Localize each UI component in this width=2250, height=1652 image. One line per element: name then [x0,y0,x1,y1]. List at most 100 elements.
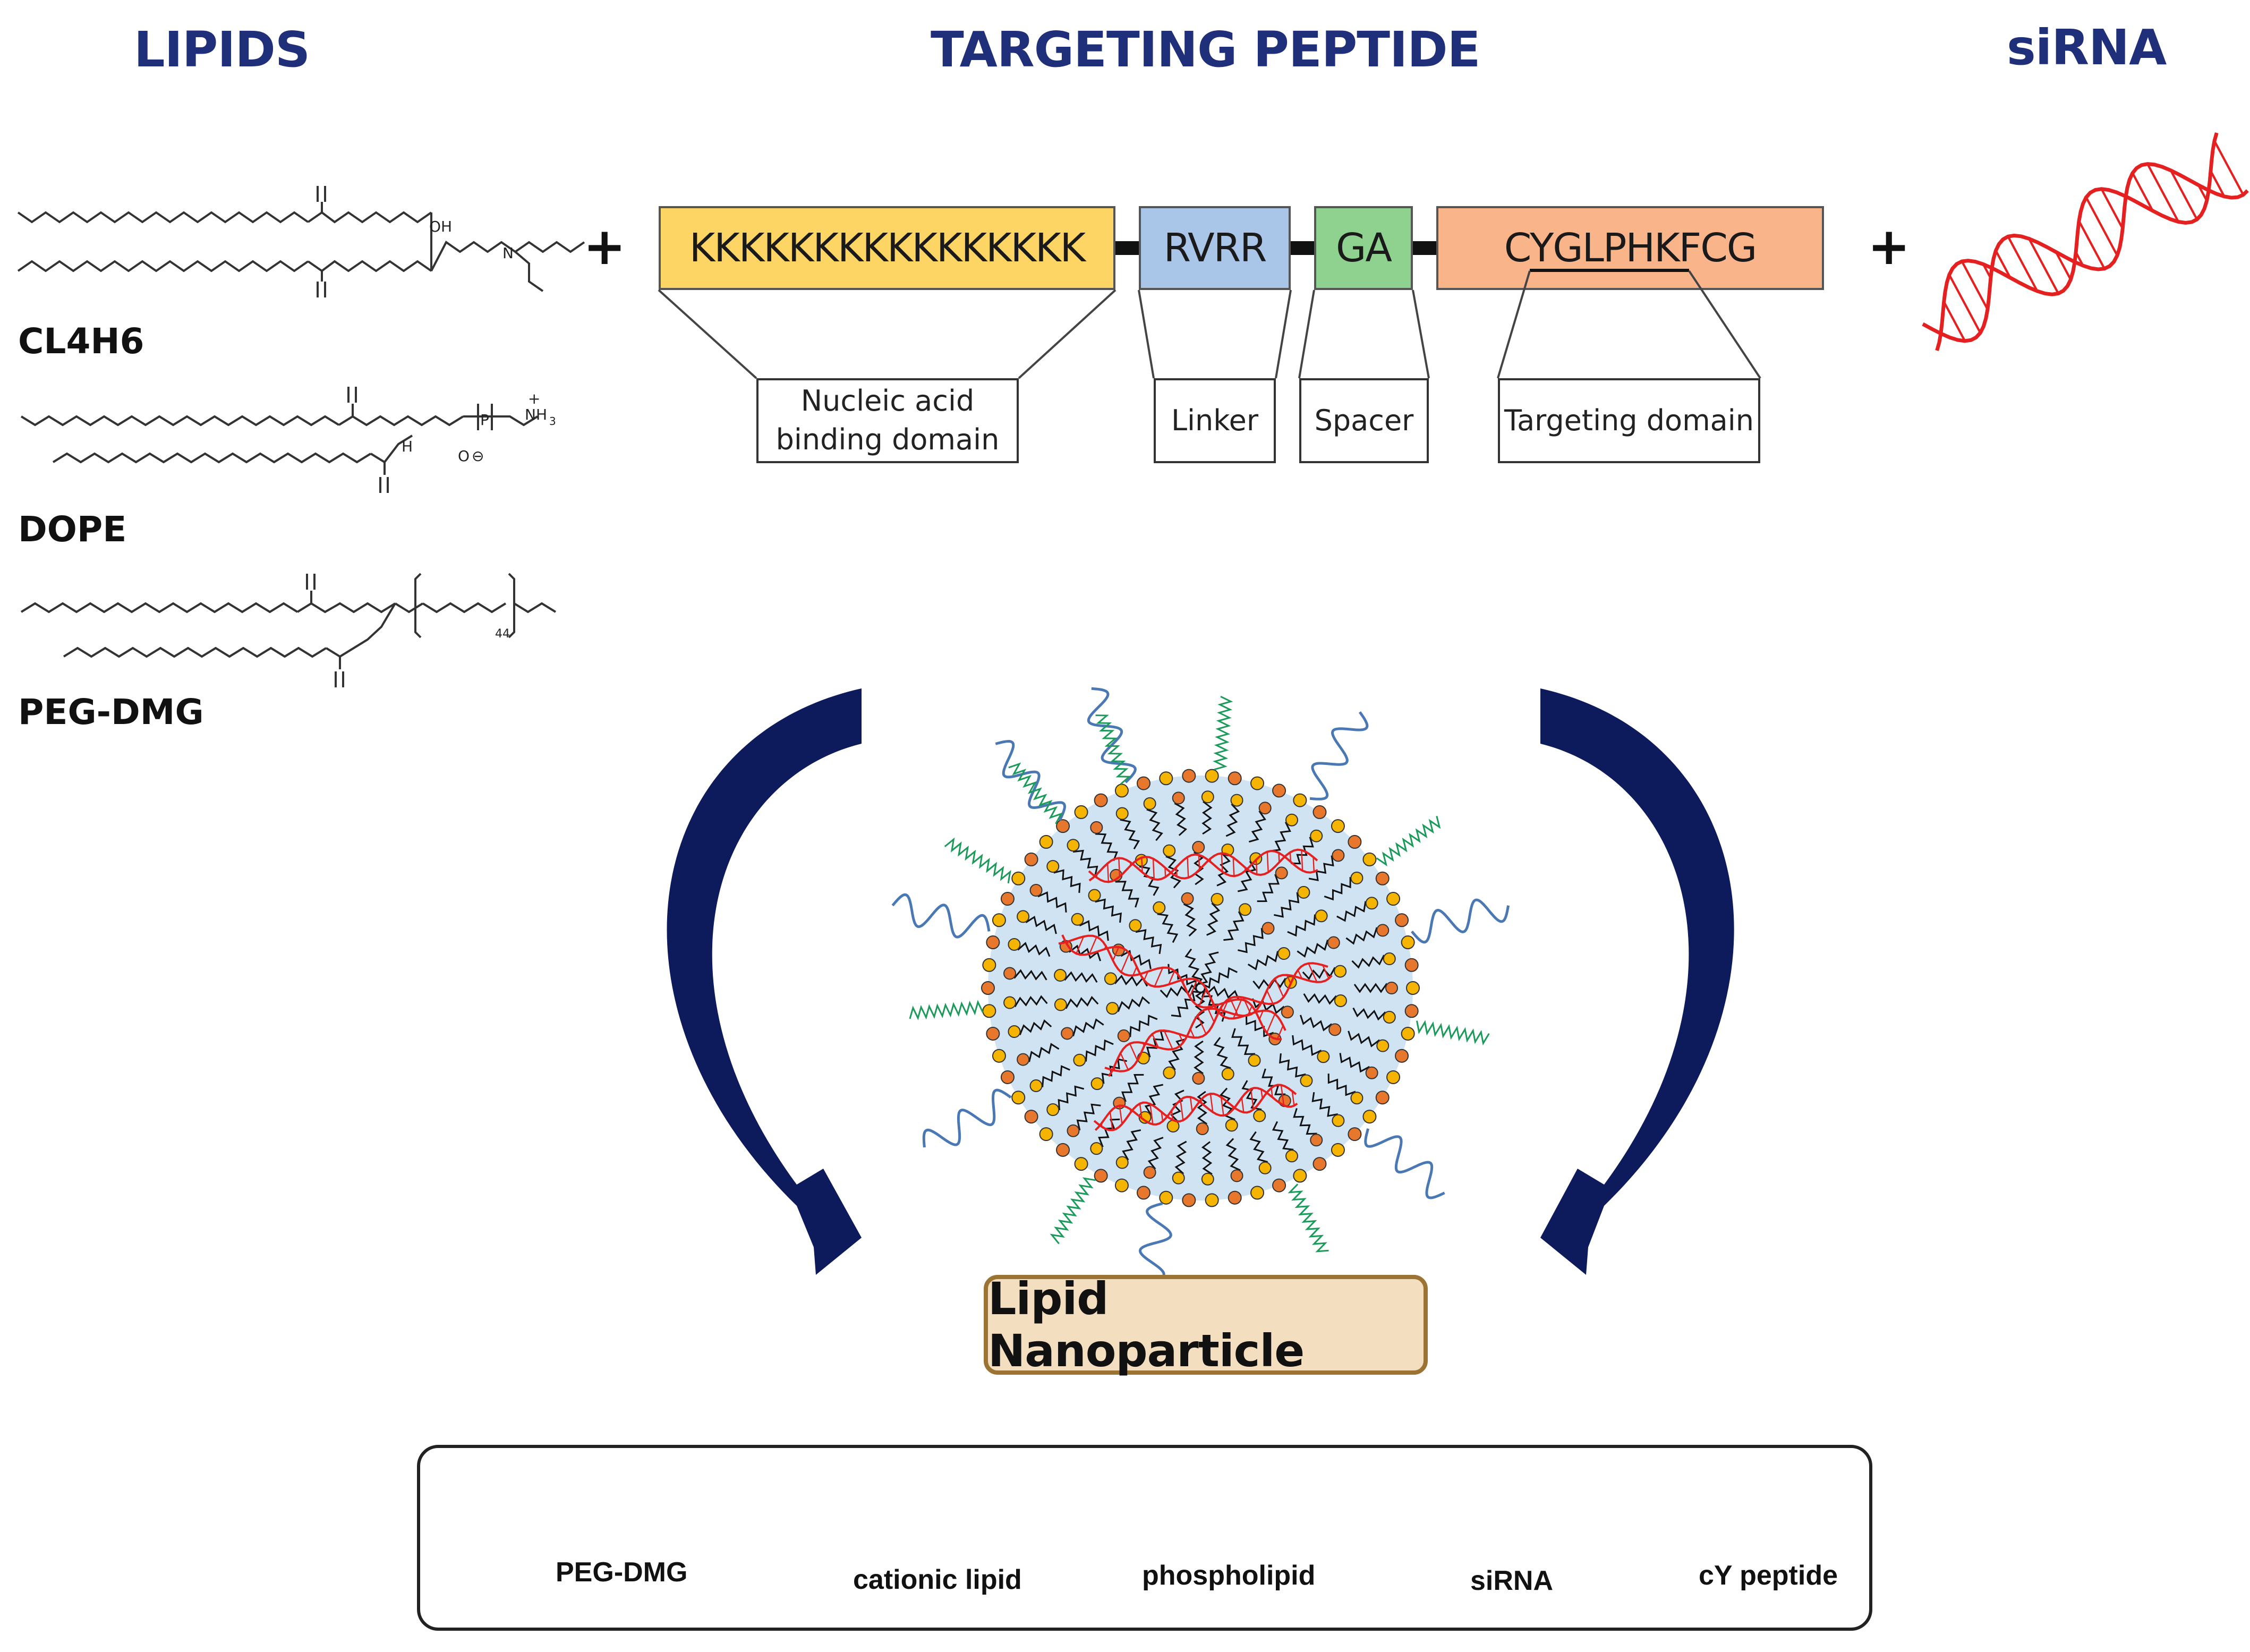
phospholipid-head [1029,1079,1043,1092]
lipid-tail [1297,939,1335,958]
phospholipid-head [1159,771,1173,786]
lipid-tail [1287,914,1324,937]
cationic-lipid-head [1375,871,1390,885]
legend-label-sirna: siRNA [1470,1565,1554,1596]
lipid-tail [1238,927,1271,953]
phospholipid-head [1008,1025,1021,1038]
cationic-lipid-head [1365,1066,1378,1079]
sirna-helix [1922,132,2249,351]
lipid-tail [1272,1121,1294,1159]
label-linker: Linker [1154,378,1276,463]
cationic-lipid-head [1312,805,1327,819]
lipid-tail [1225,800,1241,837]
cationic-lipid-head [1272,1178,1286,1193]
phospholipid-head [1067,839,1080,852]
phospholipid-head [1277,947,1291,960]
binding-sequence: KKKKKKKKKKKKKKKK [689,225,1086,271]
phospholipid-head [1383,1010,1396,1024]
cationic-lipid-head [1192,1071,1205,1085]
chem-label-n: N [502,244,514,262]
lipid-tail [1120,811,1140,849]
lipid-tail [1059,995,1099,1009]
lipid-tail [1336,901,1374,922]
phospholipid-head [1011,1091,1026,1105]
phospholipid-head [1225,1119,1238,1132]
lipid-tail [1197,951,1219,985]
cationic-lipid-head [1275,866,1288,880]
cationic-lipid-head [1312,1157,1327,1171]
lipid-tail [1119,1129,1141,1162]
surface-ligands [891,687,1510,1303]
plus-sign-right: + [1868,217,1911,276]
phospholipid-head [1201,1172,1214,1186]
lipid-tail [1121,1015,1158,1037]
peptide-segment-spacer: GA [1314,206,1413,290]
targeting-peptide-header: TARGETING PEPTIDE [931,21,1480,78]
cationic-lipid-head [1000,892,1015,906]
cationic-lipid-head [1327,936,1340,949]
lipid-tail [1303,993,1341,1005]
cationic-lipid-head [1017,1053,1030,1066]
lipid-tail [1146,1137,1164,1172]
label-spacer: Spacer [1299,378,1429,463]
lipid-tail [1311,1092,1338,1123]
lipid-tail [1070,1103,1101,1130]
lnp-core [988,776,1413,1200]
left-curved-arrow [667,688,862,1275]
phospholipid-head [1401,935,1415,950]
lipid-tail [1171,990,1202,1018]
phospholipid-head [1073,1053,1086,1067]
lipid-tail [1308,855,1341,881]
dope-structure [20,387,539,493]
phospholipid-head [1293,793,1307,807]
peg-chain [1411,898,1510,944]
peg-dmg-structure [20,573,557,687]
lipid-name-cl4h6: CL4H6 [18,321,144,362]
peptide-bond [1115,241,1139,255]
lipid-tail [1183,897,1197,937]
cationic-lipid-head [1056,819,1070,833]
phospholipid-head [1074,1157,1088,1171]
phospholipid-head [1129,919,1142,932]
phospholipid-head [1046,1103,1060,1117]
peptide-segment-targeting: CYGLPHKFCG [1436,206,1824,290]
phospholipid-head [992,913,1006,927]
lipid-tail [1116,1074,1144,1102]
chem-atom-labels: OH N H NH 3 + P O ⊖ 44 [402,218,556,641]
lipid-tail [1237,859,1260,892]
lipid-tail [1292,1035,1323,1060]
lipid-tail [1201,1141,1213,1180]
peptide-segment-binding: KKKKKKKKKKKKKKKK [659,206,1115,290]
phospholipid-head [1331,819,1345,833]
lipid-tail [1119,946,1152,969]
phospholipid-head [1106,1002,1119,1015]
lipid-tail [1247,951,1286,970]
lipid-tail [1252,977,1292,990]
phospholipid-head [1315,909,1328,923]
chem-label-p: P [480,411,489,429]
lipid-tail [1302,967,1342,981]
cationic-lipid-head [1000,1070,1015,1084]
lipid-tail [1271,821,1296,852]
peptide-bond [1291,241,1314,255]
inner-lipid-tails [1003,790,1398,1186]
phospholipid-head [1317,1050,1330,1063]
cationic-lipid-head [1003,967,1017,980]
cationic-lipid-head [1281,1006,1294,1019]
lipid-tail [1201,796,1213,835]
phospholipid-head [1143,797,1156,810]
phospholipid-head [1054,998,1067,1011]
cationic-lipid-head [1376,924,1390,937]
lipid-tail [1279,1053,1306,1084]
phospholipid-head [1248,1054,1261,1067]
lipid-tail [1194,990,1205,1029]
phospholipid-head [1285,813,1298,827]
phospholipid-head [1332,1114,1345,1127]
encapsulated-sirna [1058,848,1333,1131]
lipid-tail [1115,873,1139,908]
phospholipid-head [1406,981,1420,995]
cationic-lipid-head [1067,1124,1080,1137]
lipid-tail [1141,1084,1164,1117]
cy-peptide-chain [1213,695,1233,771]
